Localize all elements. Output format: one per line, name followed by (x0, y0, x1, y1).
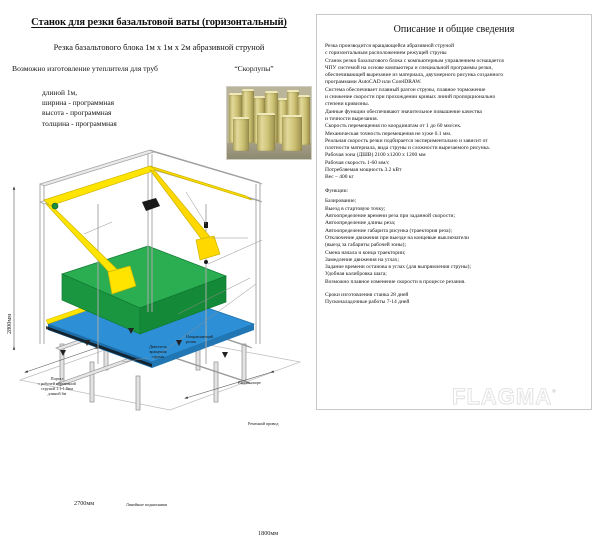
function-item: Базирование; (325, 198, 357, 205)
panel-functions-list: Базирование; Выезд в стартовую точку; Ав… (325, 198, 583, 286)
watermark-text: FLAGMA (451, 384, 553, 410)
function-item: Отключение движения при выезде на концев… (325, 234, 469, 241)
description-line: Скорость перемещения по координатам от 1… (325, 123, 462, 130)
description-line: степени кривизны. (325, 101, 370, 108)
lead-time-commissioning: Пусконаладочные работы 7-14 дней (325, 299, 410, 306)
subtitle-pipe-insulation: Возможно изготовление утеплителя для тру… (12, 64, 158, 73)
spec-item-height: высота - программная (42, 108, 112, 118)
description-line: Резка производится вращающейся абразивно… (325, 43, 455, 49)
dimension-height: 2800мм (6, 313, 13, 334)
dimension-width: 2700мм (74, 500, 95, 507)
callout-portal: Портал с рабочей абразивной струной 1.1-… (38, 376, 76, 396)
pipe-shell (282, 115, 302, 151)
function-item: Выезд в стартовую точку; (325, 205, 386, 212)
pipe-shell (257, 113, 275, 151)
panel-title: Описание и общие сведения (393, 24, 515, 35)
callout-wire-rotation-motor: Двигатель вращения струны (149, 344, 167, 359)
callout-linear-bearings: Линейные подшипники (126, 502, 168, 507)
description-line: Система обеспечивает плавный разгон стру… (325, 86, 486, 93)
left-column: Станок для резки базальтовой ваты (гориз… (0, 0, 312, 537)
description-line: Механическая точность перемещения не хуж… (325, 130, 452, 137)
spec-working-speed: Рабочая скорость 1-60 мм/с (325, 159, 390, 166)
panel-specifications: Рабочая зона (ДШВ) 2100 х1200 х 1200 мм … (325, 152, 583, 181)
spec-item-length: длиной 1м, (42, 88, 78, 97)
function-item: Автоопределение длины реза; (325, 220, 396, 227)
watermark-mark: ° (552, 387, 557, 398)
spec-power: Потребляемая мощность 3.2 кВт (325, 167, 402, 174)
function-item: Возможно плавное изменение скорости в пр… (325, 278, 466, 285)
lead-time-manufacturing: Сроки изготовления станка 28 дней (325, 292, 409, 298)
drawing-svg (12, 149, 302, 411)
function-item: Задание времени останова в углах (для вы… (325, 264, 471, 271)
machine-technical-drawing: 2800мм 2700мм 1800мм Портал с рабочей аб… (0, 148, 312, 537)
function-item: Смена начала и конца траектории; (325, 249, 406, 256)
description-line: плотности материала, вида струны и сложн… (325, 145, 491, 152)
description-line: и точности вырезания. (325, 115, 378, 122)
panel-lead-times: Сроки изготовления станка 28 дней Пускон… (325, 292, 583, 307)
spec-item-width: ширина - программная (42, 98, 115, 108)
function-item: Автоопределение времени реза при заданно… (325, 213, 456, 220)
function-item: Автоопределение габарита рисунка (траект… (325, 227, 452, 234)
description-line: обеспечивающей вырезание из материала, д… (325, 72, 504, 79)
page-title: Станок для резки базальтовой ваты (гориз… (31, 17, 287, 28)
functions-heading-wrap: Функции: (325, 188, 583, 195)
callout-guide-roller: Направляющий ролик (186, 334, 214, 344)
flagma-watermark: FLAGMA° (451, 384, 557, 410)
spec-weight: Вес – 400 кг (325, 174, 354, 181)
subtitle-cutting-spec: Резка базальтового блока 1м х 1м х 2м аб… (53, 43, 265, 52)
description-line: программами AutoCAD или CorelDRAW. (325, 79, 422, 86)
description-line: ЧПУ системой на основе компьютера и спец… (325, 64, 493, 71)
description-panel: Описание и общие сведения Резка производ… (316, 14, 592, 410)
function-item: Удобная калибровка шага; (325, 271, 387, 278)
shell-photo-caption: “Скорлупы” (234, 64, 274, 73)
functions-heading: Функции: (325, 187, 349, 194)
spec-working-zone: Рабочая зона (ДШВ) 2100 х1200 х 1200 мм (325, 152, 426, 159)
panel-description: Резка производится вращающейся абразивно… (325, 43, 583, 152)
product-spec-list: длиной 1м, ширина - программная высота -… (42, 88, 117, 129)
pipe-shell (233, 117, 249, 151)
description-line: Реальная скорость резки подбирается эксп… (325, 137, 488, 144)
description-line: и снижение скорости при прохождении крив… (325, 94, 496, 101)
dimension-depth: 1800мм (258, 530, 279, 537)
spec-item-thickness: толщина - программная (42, 118, 117, 128)
description-line: Станок резки базальтового блока с компью… (325, 57, 504, 64)
description-line: с горизонтальным расположением режущей с… (325, 50, 447, 57)
function-item: Замедление движения на углах; (325, 256, 399, 263)
description-line: Данные функции обеспечивают значительное… (325, 108, 482, 115)
function-item: (выезд за габариты рабочей зоны); (325, 242, 406, 249)
callout-shaft-on-support: Вал на опоре (238, 380, 261, 385)
pipe-shells-photo (226, 86, 312, 160)
